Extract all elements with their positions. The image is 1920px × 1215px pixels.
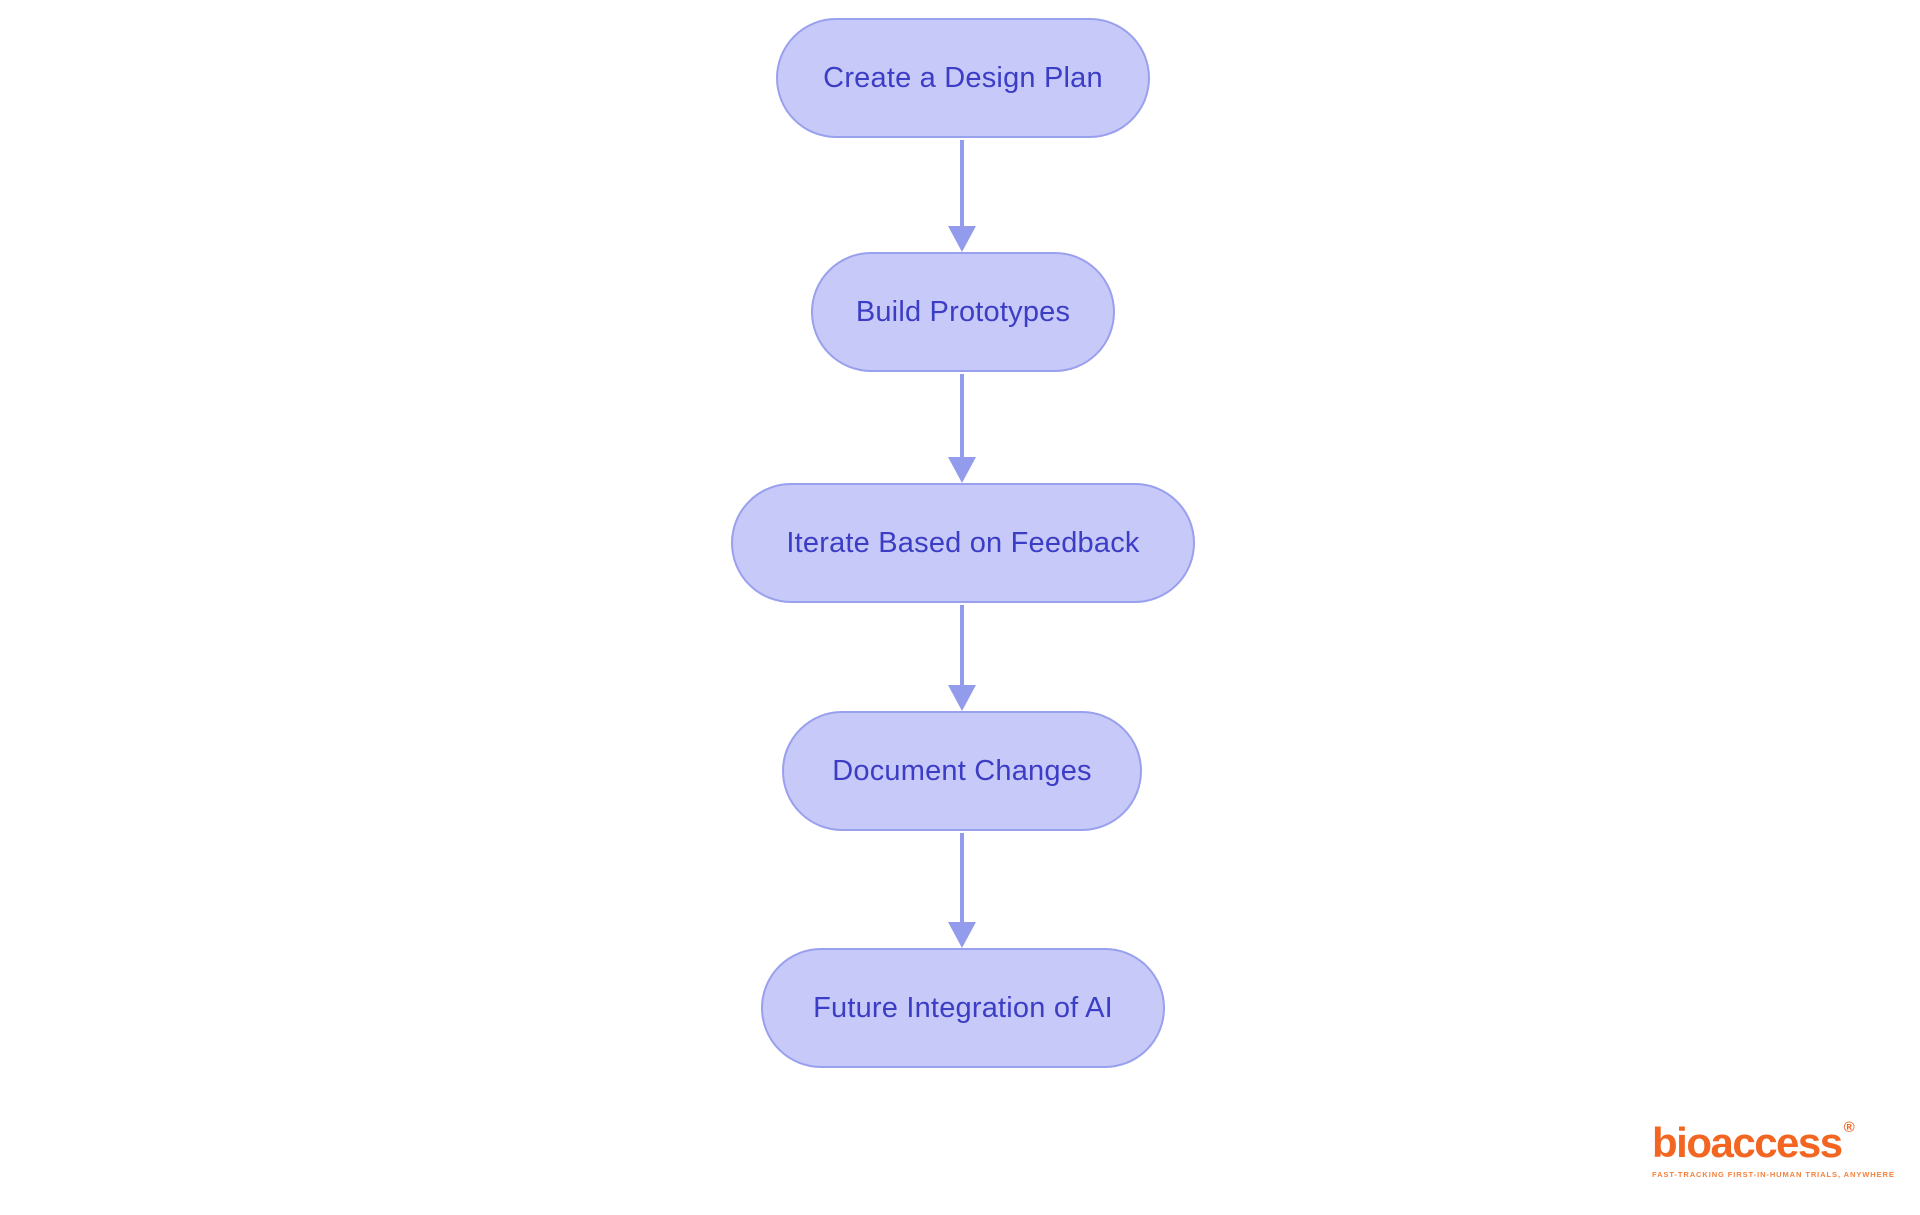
bioaccess-brand-text: bioaccess xyxy=(1652,1119,1843,1166)
flow-node-build-prototypes: Build Prototypes xyxy=(811,252,1115,372)
arrow-down-icon xyxy=(948,605,976,711)
registered-trademark-icon: ® xyxy=(1843,1119,1855,1136)
flow-node-label: Future Integration of AI xyxy=(813,991,1113,1024)
flow-node-label: Build Prototypes xyxy=(855,295,1071,328)
flow-node-label: Iterate Based on Feedback xyxy=(786,526,1140,559)
arrow-down-icon xyxy=(948,374,976,483)
flow-node-create-design-plan: Create a Design Plan xyxy=(776,18,1150,138)
arrowhead-icon xyxy=(948,685,976,711)
arrowhead-icon xyxy=(948,922,976,948)
bioaccess-tagline: FAST-TRACKING FIRST-IN-HUMAN TRIALS, ANY… xyxy=(1652,1170,1895,1179)
bioaccess-logo-wordmark: bioaccess ® xyxy=(1652,1119,1882,1166)
flow-node-iterate-based-on-feedback: Iterate Based on Feedback xyxy=(731,483,1195,603)
arrowhead-icon xyxy=(948,457,976,483)
bioaccess-logo: bioaccess ® FAST-TRACKING FIRST-IN-HUMAN… xyxy=(1652,1119,1895,1179)
arrow-shaft xyxy=(960,833,964,922)
arrow-shaft xyxy=(960,374,964,457)
flow-node-label: Create a Design Plan xyxy=(823,61,1103,94)
arrow-down-icon xyxy=(948,833,976,948)
flow-node-label: Document Changes xyxy=(832,754,1092,787)
arrow-down-icon xyxy=(948,140,976,252)
flow-node-future-integration-of-ai: Future Integration of AI xyxy=(761,948,1165,1068)
flow-node-document-changes: Document Changes xyxy=(782,711,1142,831)
arrowhead-icon xyxy=(948,226,976,252)
arrow-shaft xyxy=(960,140,964,226)
arrow-shaft xyxy=(960,605,964,685)
